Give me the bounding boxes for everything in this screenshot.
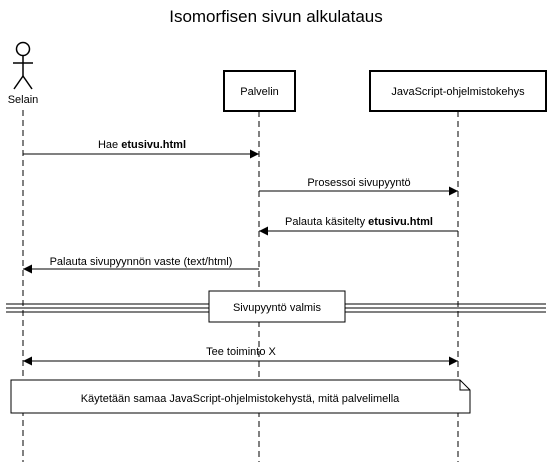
participant-server: Palvelin	[223, 70, 296, 112]
participant-framework-label: JavaScript-ohjelmistokehys	[391, 86, 525, 98]
divider-request-done: Sivupyyntö valmis	[6, 290, 546, 323]
actor-head-icon	[15, 41, 31, 57]
message-fetch-frontpage: Hae etusivu.html	[23, 139, 259, 159]
message-do-action-x-label: Tee toiminto X	[206, 346, 276, 358]
note-shared-framework: Käytetään samaa JavaScript-ohjelmistokeh…	[10, 379, 471, 414]
diagram-title: Isomorfisen sivun alkulataus	[169, 7, 383, 26]
message-return-response: Palauta sivupyynnön vaste (text/html)	[23, 256, 259, 274]
message-return-response-label: Palauta sivupyynnön vaste (text/html)	[50, 256, 233, 268]
message-return-processed: Palauta käsitelty etusivu.html	[259, 216, 458, 236]
participant-server-label: Palvelin	[240, 86, 279, 98]
note-label: Käytetään samaa JavaScript-ohjelmistokeh…	[81, 393, 400, 405]
actor-browser: Selain	[8, 41, 39, 106]
message-process-request-label: Prosessoi sivupyyntö	[307, 177, 410, 189]
divider-label: Sivupyyntö valmis	[233, 302, 322, 314]
message-return-processed-label: Palauta käsitelty etusivu.html	[285, 216, 433, 228]
participant-framework: JavaScript-ohjelmistokehys	[369, 70, 547, 112]
actor-browser-label: Selain	[8, 94, 39, 106]
message-do-action-x: Tee toiminto X	[23, 346, 458, 366]
message-process-request: Prosessoi sivupyyntö	[259, 177, 458, 196]
message-fetch-frontpage-label: Hae etusivu.html	[98, 139, 186, 151]
